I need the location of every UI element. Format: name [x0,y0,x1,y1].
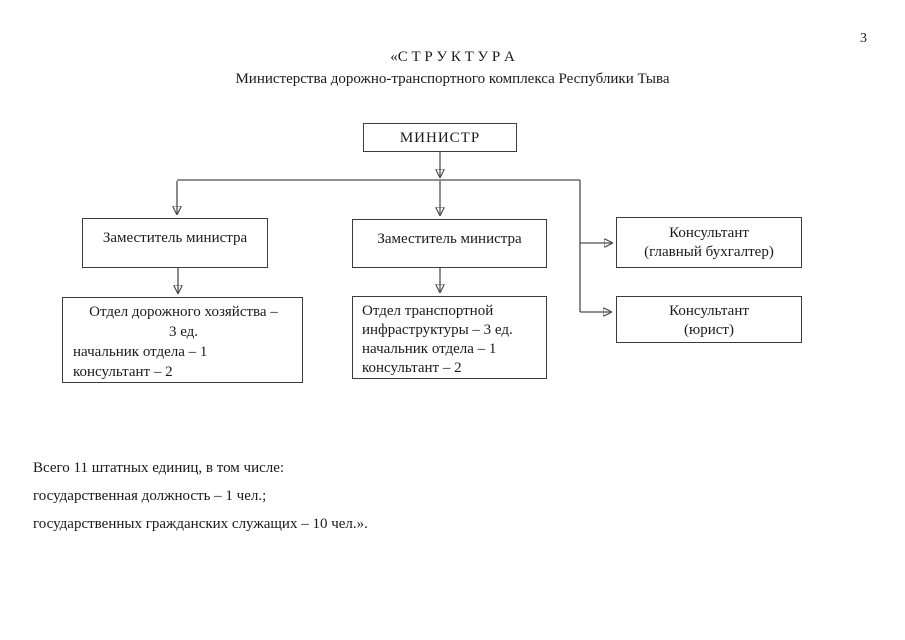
dept-road-line-4: консультант – 2 [73,364,173,380]
deputy-minister-left-box: Заместитель министра [82,218,268,268]
page-number: 3 [860,31,867,46]
deputy-minister-center-label: Заместитель министра [377,231,522,247]
footer-line-3: государственных гражданских служащих – 1… [33,516,368,532]
document-title-line1: «С Т Р У К Т У Р А [390,49,515,65]
consultant-accountant-box: Консультант (главный бухгалтер) [616,217,802,268]
document-title-line2: Министерства дорожно-транспортного компл… [235,71,670,87]
consultant-lawyer-box: Консультант (юрист) [616,296,802,343]
consultant-accountant-line-2: (главный бухгалтер) [644,244,774,260]
dept-road-management-box: Отдел дорожного хозяйства – 3 ед. началь… [62,297,303,383]
consultant-accountant-line-1: Консультант [669,225,749,241]
footer-summary: Всего 11 штатных единиц, в том числе: го… [33,461,368,545]
dept-road-line-2: 3 ед. [168,324,199,340]
minister-label: МИНИСТР [399,129,481,146]
dept-transport-line-4: консультант – 2 [362,360,462,376]
footer-line-1: Всего 11 штатных единиц, в том числе: [33,460,285,476]
consultant-lawyer-line-1: Консультант [669,303,749,319]
deputy-minister-center-box: Заместитель министра [352,219,547,268]
dept-transport-line-1: Отдел транспортной [362,303,494,319]
dept-transport-line-2: инфраструктуры – 3 ед. [362,322,513,338]
dept-transport-line-3: начальник отдела – 1 [362,341,497,357]
footer-line-2: государственная должность – 1 чел.; [33,488,267,504]
deputy-minister-left-label: Заместитель министра [102,230,248,246]
dept-road-line-3: начальник отдела – 1 [73,344,208,360]
dept-road-line-1: Отдел дорожного хозяйства – [89,304,278,320]
minister-box: МИНИСТР [363,123,517,152]
consultant-lawyer-line-2: (юрист) [684,322,734,338]
dept-transport-infrastructure-box: Отдел транспортной инфраструктуры – 3 ед… [352,296,547,379]
